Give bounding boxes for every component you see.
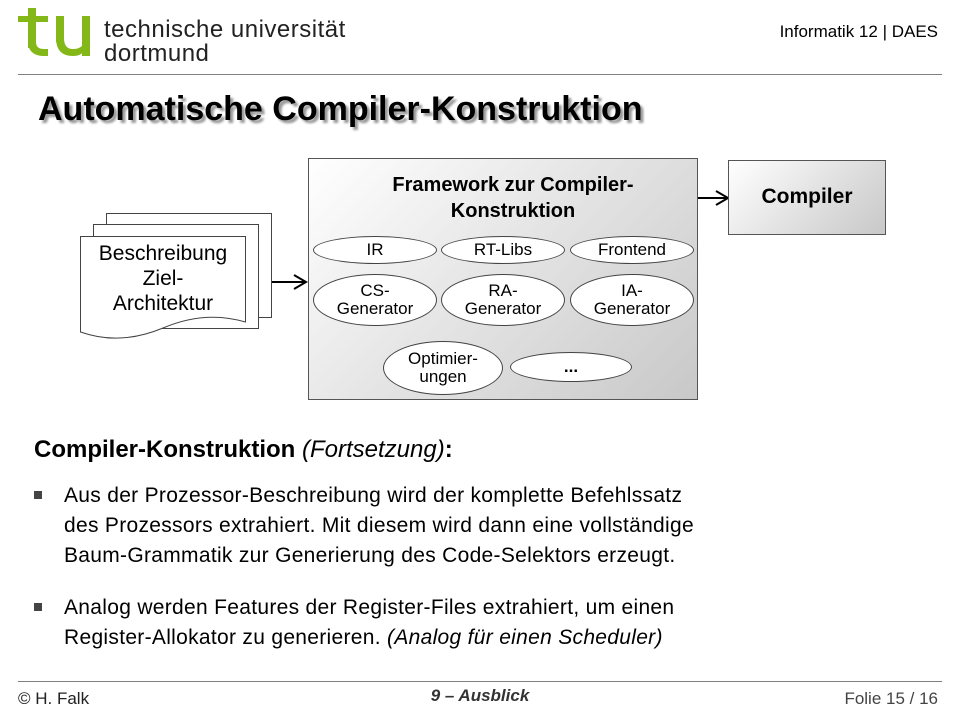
bullet-line: Aus der Prozessor-Beschreibung wird der …: [64, 484, 683, 507]
component-ir: IR: [313, 236, 437, 264]
bullet-line: Analog werden Features der Register-File…: [64, 596, 675, 619]
component-cs-generator: CS-Generator: [313, 274, 437, 326]
bullet-marker: [34, 603, 42, 611]
compiler-output-box: Compiler: [728, 160, 886, 235]
component-ra-generator: RA-Generator: [441, 274, 565, 326]
heading-bold: Compiler-Konstruktion: [34, 436, 296, 463]
bullet-line: Baum-Grammatik zur Generierung des Code-…: [64, 544, 676, 567]
component-frontend: Frontend: [570, 236, 694, 264]
footer-divider: [18, 681, 942, 682]
component-line: CS-: [360, 281, 390, 300]
component-line: Optimier-: [408, 349, 478, 368]
framework-title-line: Konstruktion: [450, 200, 576, 222]
doc-line: Beschreibung: [98, 242, 228, 265]
footer-page-number: Folie 15 / 16: [844, 689, 938, 708]
component-line: RA-: [488, 281, 518, 300]
footer-section: 9 – Ausblick: [430, 686, 530, 705]
component-ia-generator: IA-Generator: [570, 274, 694, 326]
component-line: Generator: [336, 299, 414, 318]
slide-title: Automatische Compiler-Konstruktion: [38, 90, 643, 128]
component-rt-libs: RT-Libs: [441, 236, 565, 264]
university-city: dortmund: [104, 40, 210, 67]
arrow-to-framework: [272, 274, 308, 290]
framework-title-line: Framework zur Compiler-: [392, 174, 634, 196]
bullet-line-text: Register-Allokator zu generieren.: [64, 626, 381, 649]
university-name: technische universität: [104, 16, 346, 43]
component-line: Generator: [593, 299, 671, 318]
doc-line: Ziel-: [142, 267, 184, 290]
bullet-line: des Prozessors extrahiert. Mit diesem wi…: [64, 514, 694, 537]
tu-logo: [18, 8, 90, 56]
component-line: Generator: [464, 299, 542, 318]
bullet-text: Aus der Prozessor-Beschreibung wird der …: [64, 481, 924, 571]
component-optimizations: Optimier-ungen: [383, 341, 503, 395]
bullet-italic-note: (Analog für einen Scheduler): [387, 626, 663, 649]
component-line: ungen: [419, 367, 467, 386]
heading-colon: :: [444, 436, 453, 463]
bullet-line: Register-Allokator zu generieren. (Analo…: [64, 623, 924, 653]
component-more: ...: [510, 352, 632, 382]
footer-author: © H. Falk: [18, 689, 90, 708]
component-line: IA-: [621, 281, 643, 300]
department-label: Informatik 12 | DAES: [779, 22, 938, 41]
bullet-marker: [34, 491, 42, 499]
framework-title: Framework zur Compiler- Konstruktion: [308, 172, 718, 224]
doc-line: Architektur: [112, 292, 214, 315]
section-heading: Compiler-Konstruktion (Fortsetzung):: [34, 436, 453, 464]
bullet-text: Analog werden Features der Register-File…: [64, 593, 924, 653]
target-architecture-label: Beschreibung Ziel- Architektur: [80, 241, 246, 316]
heading-italic: (Fortsetzung): [302, 436, 445, 463]
header-divider: [18, 74, 942, 75]
